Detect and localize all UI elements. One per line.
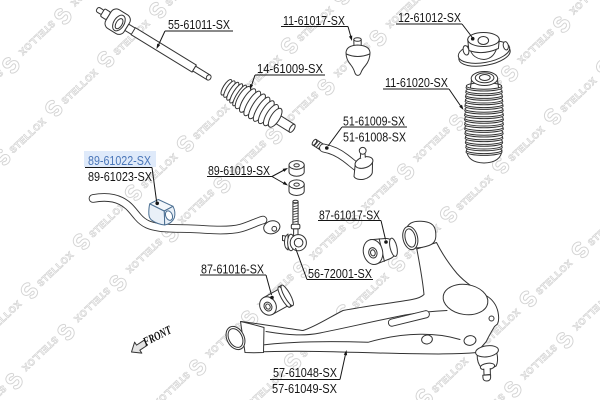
svg-text:51-61009-SX: 51-61009-SX [343, 114, 405, 129]
svg-text:51-61008-SX: 51-61008-SX [343, 130, 406, 145]
svg-text:57-61049-SX: 57-61049-SX [272, 381, 337, 396]
svg-text:55-61011-SX: 55-61011-SX [168, 17, 230, 32]
svg-text:56-72001-SX: 56-72001-SX [308, 266, 372, 281]
svg-text:11-61020-SX: 11-61020-SX [385, 75, 448, 90]
svg-text:89-61019-SX: 89-61019-SX [208, 163, 270, 178]
svg-text:57-61048-SX: 57-61048-SX [273, 365, 337, 380]
svg-text:89-61023-SX: 89-61023-SX [88, 169, 152, 184]
svg-text:14-61009-SX: 14-61009-SX [257, 61, 323, 76]
svg-text:12-61012-SX: 12-61012-SX [398, 10, 461, 25]
svg-text:11-61017-SX: 11-61017-SX [283, 13, 345, 28]
svg-text:87-61016-SX: 87-61016-SX [201, 262, 264, 277]
svg-text:89-61022-SX: 89-61022-SX [88, 153, 151, 168]
svg-text:87-61017-SX: 87-61017-SX [319, 208, 380, 223]
